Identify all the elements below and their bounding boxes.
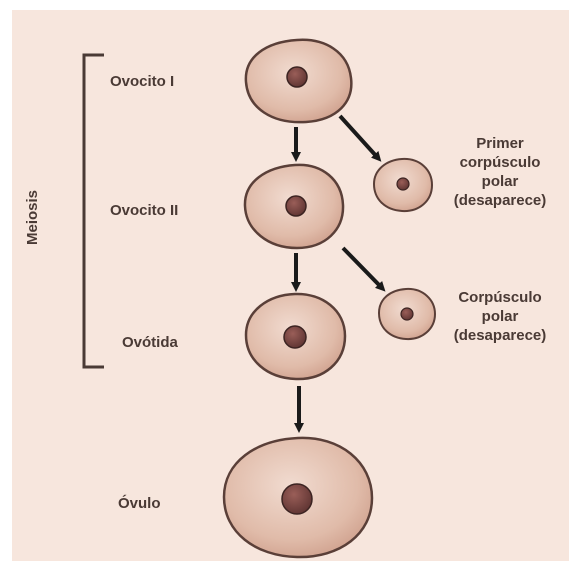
stage-label-ovocito-1: Ovocito I <box>110 72 174 91</box>
polar-body-1-line: (desaparece) <box>425 191 575 210</box>
polar-body-1-label: Primer corpúsculo polar (desaparece) <box>425 134 575 210</box>
cell-ovulo <box>224 438 372 557</box>
stage-label-ovulo: Óvulo <box>118 494 161 513</box>
nucleus <box>286 196 306 216</box>
polar-body-2-line: polar <box>425 307 575 326</box>
stage-label-ovotida: Ovótida <box>122 333 178 352</box>
cell-ovotida <box>246 294 345 379</box>
polar-body-2-line: Corpúsculo <box>425 288 575 307</box>
polar-body-1-line: polar <box>425 172 575 191</box>
stage-label-ovocito-2: Ovocito II <box>110 201 178 220</box>
arrow-to-polar-2 <box>343 248 382 288</box>
polar-body-1-line: Primer <box>425 134 575 153</box>
arrow-to-polar-1 <box>340 116 378 158</box>
cell-ovocito-2 <box>245 165 343 248</box>
polar-body-1 <box>374 159 432 211</box>
nucleus <box>397 178 409 190</box>
meiosis-bracket <box>84 55 104 367</box>
polar-body-2-label: Corpúsculo polar (desaparece) <box>425 288 575 345</box>
polar-body-1-line: corpúsculo <box>425 153 575 172</box>
polar-body-2-line: (desaparece) <box>425 326 575 345</box>
nucleus <box>282 484 312 514</box>
nucleus <box>401 308 413 320</box>
nucleus <box>284 326 306 348</box>
cell-ovocito-1 <box>246 40 351 122</box>
nucleus <box>287 67 307 87</box>
meiosis-label: Meiosis <box>24 190 41 245</box>
